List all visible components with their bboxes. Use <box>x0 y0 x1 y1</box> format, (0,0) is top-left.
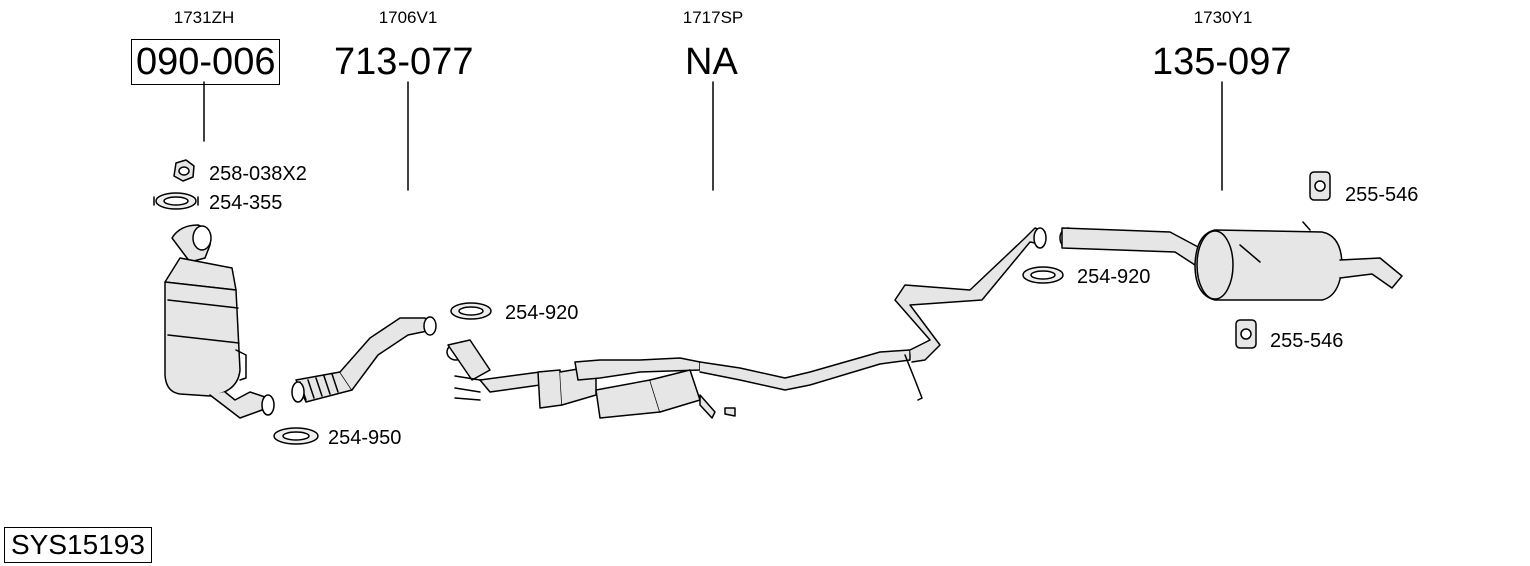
label-nut[interactable]: 258-038X2 <box>209 163 307 185</box>
oem-ref-middle-pipe: 1717SP <box>682 8 744 27</box>
clamp-icon-top <box>153 192 199 210</box>
label-hanger-top[interactable]: 255-546 <box>1345 184 1419 206</box>
part-number-middle-pipe[interactable]: NA <box>685 41 738 83</box>
diagram-id-box: SYS15193 <box>4 527 152 563</box>
hanger-icon-bottom <box>1235 319 1257 349</box>
oem-ref-rear-silencer: 1730Y1 <box>1193 8 1253 27</box>
label-clamp-top[interactable]: 254-355 <box>209 192 283 214</box>
nut-icon <box>173 159 195 182</box>
label-clamp-mid[interactable]: 254-920 <box>505 302 579 324</box>
oem-ref-front-pipe: 1706V1 <box>378 8 438 27</box>
catalyst-drawing <box>164 224 275 419</box>
label-hanger-bottom[interactable]: 255-546 <box>1270 330 1344 352</box>
clamp-icon-rear <box>1022 266 1064 284</box>
part-number-rear-silencer[interactable]: 135-097 <box>1152 41 1292 83</box>
front-pipe-drawing <box>291 316 437 403</box>
clamp-icon-mid <box>450 302 492 320</box>
oem-ref-catalyst: 1731ZH <box>173 8 235 27</box>
hanger-icon-top <box>1309 171 1331 201</box>
label-clamp-rear[interactable]: 254-920 <box>1077 266 1151 288</box>
rear-silencer-drawing <box>1059 221 1403 301</box>
middle-pipe-drawing <box>446 227 1047 419</box>
part-number-catalyst[interactable]: 090-006 <box>131 39 281 85</box>
label-clamp-flex-pipe[interactable]: 254-950 <box>328 427 402 449</box>
part-number-front-pipe[interactable]: 713-077 <box>334 41 474 83</box>
clamp-icon-flex-pipe <box>273 427 319 445</box>
